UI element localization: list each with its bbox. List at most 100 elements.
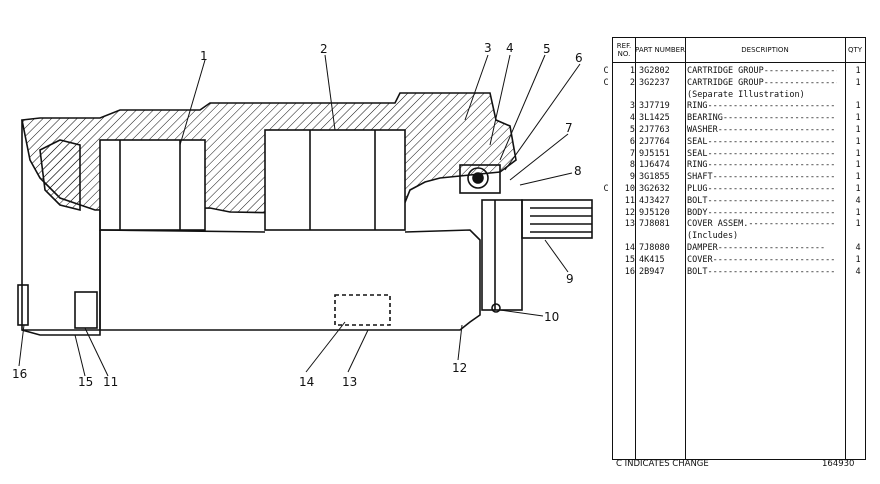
cell-pn: 7J8081 (639, 219, 670, 230)
cell-desc: SEAL------------------------- (687, 148, 836, 159)
pump-cross-section-drawing: 1 2 3 4 5 6 7 8 9 10 11 12 13 14 15 16 (12, 41, 593, 389)
cell-ref: 6 (629, 136, 635, 147)
table-row: 6 2J7764 SEAL------------------------- 1 (613, 137, 865, 148)
callout-12: 12 (452, 361, 467, 375)
pump-body (99, 229, 481, 331)
cell-ref: 4 (629, 113, 635, 124)
callout-1: 1 (200, 49, 208, 63)
callout-11: 11 (103, 375, 118, 389)
cell-pn: 3G2802 (639, 66, 670, 76)
cell-ref: 8 (629, 160, 635, 171)
cell-chg: C (603, 66, 609, 76)
cartridge-left (99, 139, 206, 231)
cell-chg: C (603, 77, 609, 88)
cell-desc: DAMPER--------------------- (687, 243, 826, 253)
cell-desc: CARTRIDGE GROUP----------------- (687, 66, 837, 76)
header-description: DESCRIPTION (685, 38, 845, 63)
cell-qty: 1 (855, 160, 861, 171)
cell-qty: 1 (855, 254, 861, 265)
table-row: 16 2B947 BOLT------------------------- 4 (613, 267, 865, 278)
table-row: (Includes) (613, 231, 865, 242)
bolt-head (17, 284, 29, 326)
cell-ref: 16 (624, 266, 635, 277)
callout-2: 2 (320, 42, 328, 56)
cell-desc: PLUG------------------------- (687, 184, 836, 194)
cell-pn: 4J3427 (639, 195, 670, 206)
cell-pn: 2J7763 (639, 125, 670, 135)
cell-pn: 3G1855 (639, 172, 670, 183)
cell-ref: 13 (624, 219, 635, 230)
cell-desc: SEAL------------------------- (687, 136, 836, 147)
header-qty: QTY (845, 38, 865, 63)
cell-qty: 4 (855, 195, 861, 206)
cell-ref: 7 (629, 148, 635, 159)
cell-qty: 1 (855, 101, 861, 112)
header-part-number: PART NUMBER (635, 38, 685, 63)
header-ref-no: REF. NO. (613, 38, 635, 63)
cell-qty: 1 (855, 207, 861, 218)
cell-desc: (Includes) (687, 231, 739, 242)
table-row: 4 3L1425 BEARING---------------------- 1 (613, 113, 865, 124)
cell-ref: 15 (624, 254, 635, 265)
cell-desc: (Separate Illustration) (687, 89, 805, 100)
cell-pn: 3L1425 (639, 113, 670, 124)
cell-qty: 1 (855, 66, 861, 76)
cell-desc: CARTRIDGE GROUP----------------- (687, 77, 837, 88)
cell-pn: 2J7764 (639, 136, 670, 147)
callout-5: 5 (543, 42, 551, 56)
cell-desc: BODY------------------------- (687, 207, 836, 218)
cell-desc: BEARING---------------------- (687, 113, 836, 124)
cell-desc: BOLT------------------------- (687, 266, 836, 277)
cell-pn: 3G2237 (639, 77, 670, 88)
cell-pn: 7J8080 (639, 243, 670, 253)
cell-qty: 1 (855, 77, 861, 88)
cell-ref: 2 (629, 77, 635, 88)
cell-qty: 1 (855, 148, 861, 159)
cell-qty: 1 (855, 113, 861, 124)
table-row: (Separate Illustration) (613, 90, 865, 101)
callout-8: 8 (574, 164, 582, 178)
cell-qty: 1 (855, 136, 861, 147)
bolt-head-2 (74, 291, 98, 329)
cell-desc: RING------------------------- (687, 101, 836, 112)
cell-pn: 2B947 (639, 266, 665, 277)
cell-pn: 9J5151 (639, 148, 670, 159)
callout-9: 9 (566, 272, 574, 286)
callout-4: 4 (506, 41, 514, 55)
cell-qty: 1 (855, 125, 861, 135)
table-row: 13 7J8081 COVER ASSEM.----------------- 1 (613, 219, 865, 230)
callout-16: 16 (12, 367, 27, 381)
cell-ref: 11 (624, 195, 635, 206)
cell-pn: 3J7719 (639, 101, 670, 112)
callout-14: 14 (299, 375, 314, 389)
callout-13: 13 (342, 375, 357, 389)
cell-chg: C (603, 184, 609, 194)
cell-qty: 1 (855, 219, 861, 230)
cell-desc: RING------------------------- (687, 160, 836, 171)
cell-pn: 4K415 (639, 254, 665, 265)
cell-desc: COVER ASSEM.----------------- (687, 219, 836, 230)
cell-ref: 12 (624, 207, 635, 218)
table-row: 11 4J3427 BOLT------------------------- 4 (613, 196, 865, 207)
bearing (467, 167, 489, 189)
cell-qty: 4 (855, 266, 861, 277)
cell-ref: 1 (629, 66, 635, 76)
table-row: C 2 3G2237 CARTRIDGE GROUP-----------------… (603, 77, 865, 89)
cell-ref: 9 (629, 172, 635, 183)
cell-desc: BOLT------------------------- (687, 195, 836, 206)
cell-pn: 9J5120 (639, 207, 670, 218)
cell-qty: 4 (855, 243, 861, 253)
damper (334, 294, 391, 326)
table-row: C 1 3G2802 CARTRIDGE GROUP-----------------… (603, 66, 865, 77)
cartridge-right (264, 129, 406, 231)
callout-15: 15 (78, 375, 93, 389)
cell-pn: 3G2632 (639, 184, 670, 194)
